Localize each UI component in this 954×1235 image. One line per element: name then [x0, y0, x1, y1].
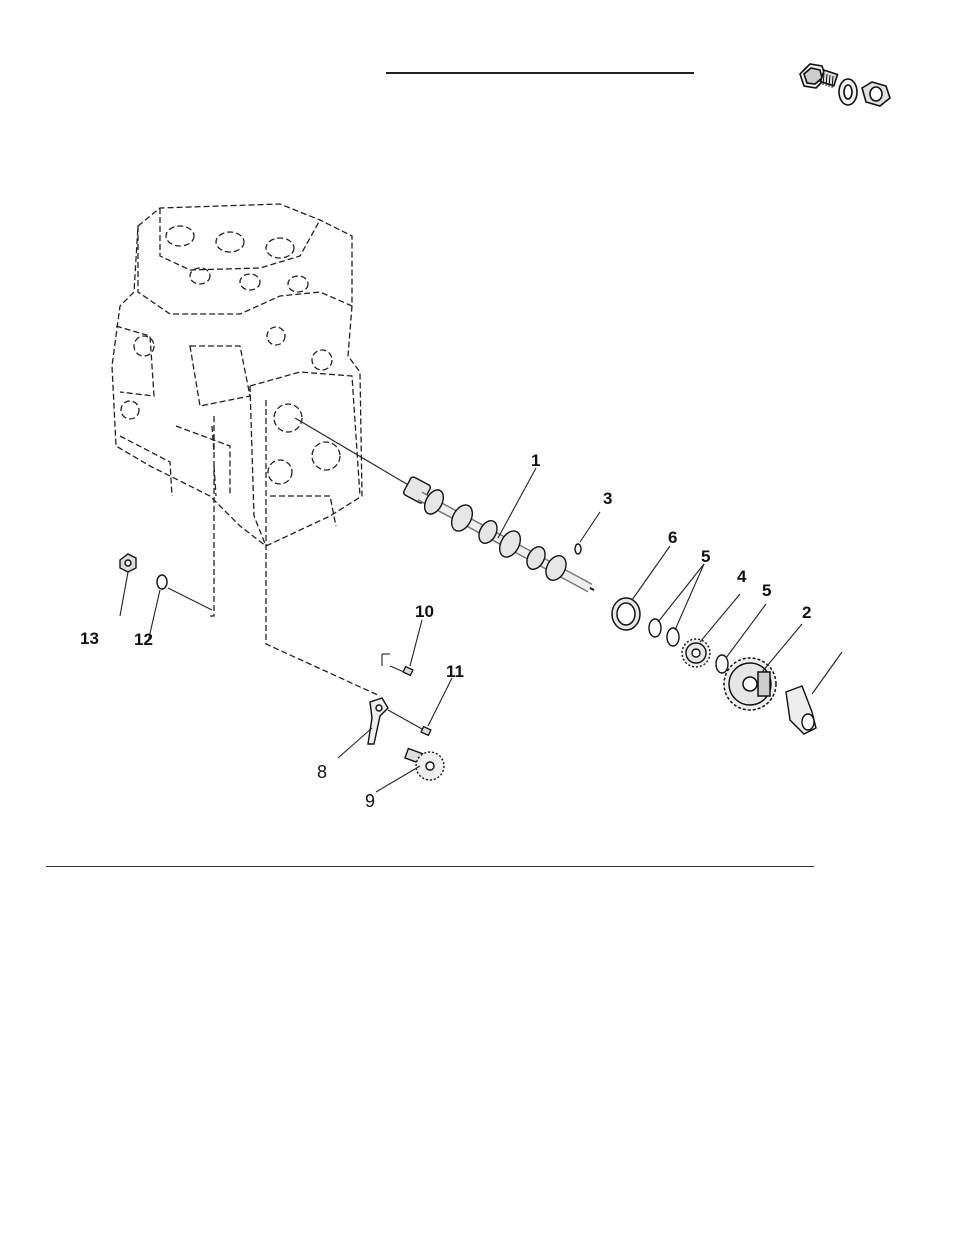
callout-12: 12 [134, 631, 153, 648]
bolt-11-part [421, 727, 431, 736]
gear-small-part [682, 639, 710, 667]
camshaft-part [403, 476, 594, 590]
callout-2: 2 [802, 604, 811, 621]
nut-part [120, 554, 136, 572]
camshaft-exploded-diagram: 1 2 3 4 5 5 6 8 9 10 11 12 13 [90, 196, 846, 812]
callout-4: 4 [737, 568, 746, 585]
lever-part [368, 698, 388, 744]
callout-13: 13 [80, 630, 99, 647]
cam-gear-part [724, 658, 776, 710]
callout-8: 8 [317, 763, 327, 781]
bolt-washer-nut-icon [796, 56, 896, 120]
header-rule [386, 72, 694, 74]
bearing-part [612, 598, 640, 630]
callout-3: 3 [603, 490, 612, 507]
key-part [575, 544, 581, 554]
shaft-gear-part [405, 749, 444, 780]
washer-part [157, 575, 167, 589]
callout-6: 6 [668, 529, 677, 546]
callout-10: 10 [415, 603, 434, 620]
callout-5a: 5 [701, 548, 710, 565]
callout-9: 9 [365, 792, 375, 810]
bolt-10-part [403, 667, 413, 676]
callout-1: 1 [531, 452, 540, 469]
engine-block-icon [90, 196, 846, 812]
callout-11: 11 [446, 663, 464, 680]
end-plate-part [786, 686, 816, 734]
footer-rule [46, 866, 814, 867]
callout-5b: 5 [762, 582, 771, 599]
